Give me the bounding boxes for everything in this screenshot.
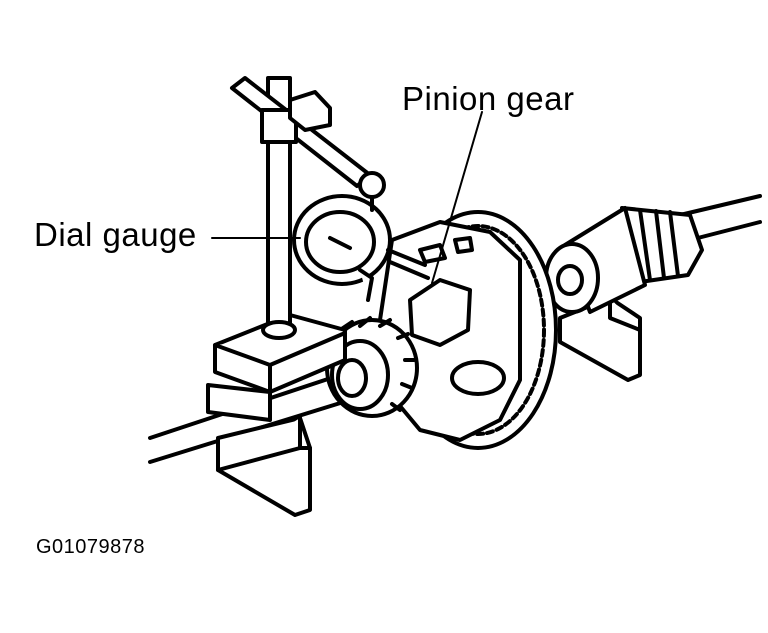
right-support-block: [560, 298, 640, 380]
differential-case: [380, 222, 520, 440]
figure-id: G01079878: [36, 536, 146, 558]
gauge-plunger: [388, 250, 428, 278]
dial-gauge: [294, 173, 390, 300]
pinion-gear-leader: [432, 112, 482, 283]
left-base-blocks: [208, 315, 345, 515]
pinion-gear-label: Pinion gear: [402, 80, 575, 117]
leader-lines: [212, 112, 482, 283]
dial-gauge-label: Dial gauge: [34, 216, 197, 253]
dial-stand-arm: [232, 78, 370, 186]
right-axle-shaft: [546, 196, 760, 312]
